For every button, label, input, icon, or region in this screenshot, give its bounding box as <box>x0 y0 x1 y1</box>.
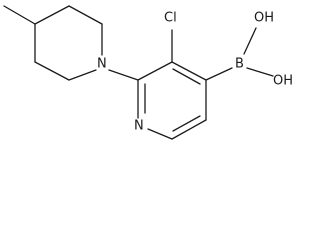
atom-chlorine-label: Cl <box>164 11 177 26</box>
bond-pyridine-c2-c3 <box>137 61 173 81</box>
bond-pyridine-c6-n <box>147 128 173 140</box>
bond-ring-c5-c6 <box>68 5 103 25</box>
bond-ring-c2-c3 <box>34 61 70 81</box>
bond-methyl <box>3 5 36 25</box>
atom-hydroxyl-top-label: OH <box>254 11 274 26</box>
bond-pyridine-c3-c4-inner <box>172 68 201 85</box>
bond-b-oh-top <box>243 27 257 55</box>
atom-boron-label: B <box>235 57 244 72</box>
bond-c-b <box>205 67 233 81</box>
structure-diagram: Cl B OH OH N N <box>3 5 293 140</box>
bond-ring-c4-c5 <box>34 5 70 25</box>
bond-pyridine-c5-c6-inner <box>172 115 201 132</box>
atom-pyridine-nitrogen-label: N <box>134 119 144 134</box>
bond-n-pyridine <box>108 69 139 81</box>
bond-ring-n-c2 <box>68 69 97 81</box>
atom-piperidine-nitrogen-label: N <box>97 57 107 72</box>
bond-pyridine-c3-c4 <box>171 61 207 81</box>
atom-hydroxyl-bottom-label: OH <box>273 74 293 89</box>
bond-b-oh-bottom <box>246 67 274 77</box>
bond-pyridine-c5-c6 <box>171 119 207 140</box>
